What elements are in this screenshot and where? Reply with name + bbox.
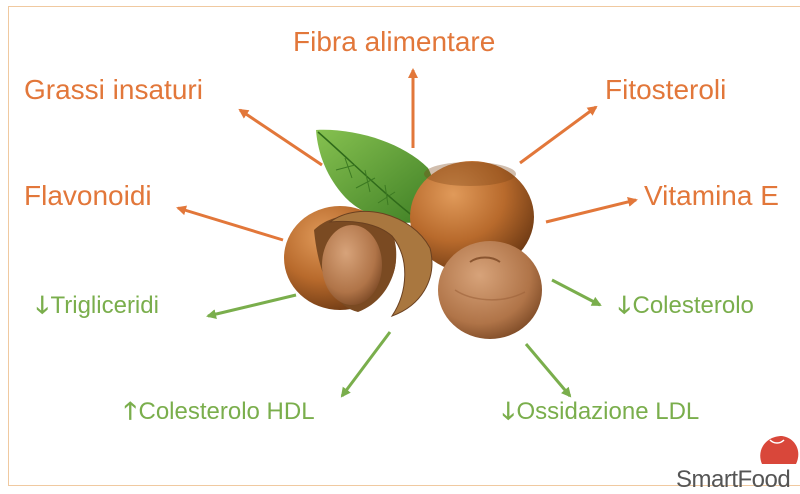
smartfood-logo: SmartFood bbox=[676, 432, 800, 492]
arrow-ldl bbox=[526, 344, 570, 396]
arrow-fitosteroli bbox=[520, 107, 596, 163]
hazelnut-illustration bbox=[284, 130, 542, 339]
effect-colesterolo-hdl: 🡑Colesterolo HDL bbox=[124, 400, 315, 424]
up-arrow-icon: 🡑 bbox=[124, 398, 136, 425]
effect-label: Colesterolo HDL bbox=[138, 398, 314, 425]
effect-colesterolo: 🡓Colesterolo bbox=[618, 294, 754, 318]
label-grassi-insaturi: Grassi insaturi bbox=[24, 76, 203, 104]
arrow-grassi bbox=[240, 110, 322, 165]
arrow-trigliceridi bbox=[208, 295, 296, 316]
label-fitosteroli: Fitosteroli bbox=[605, 76, 726, 104]
down-arrow-icon: 🡓 bbox=[502, 398, 514, 425]
effect-label: Colesterolo bbox=[632, 292, 753, 319]
effect-label: Trigliceridi bbox=[50, 292, 158, 319]
effect-trigliceridi: 🡓Trigliceridi bbox=[36, 294, 159, 318]
hazelnut-kernel-inside bbox=[322, 225, 382, 305]
down-arrow-icon: 🡓 bbox=[36, 292, 48, 319]
hazelnut-kernel bbox=[438, 241, 542, 339]
label-flavonoidi: Flavonoidi bbox=[24, 182, 152, 210]
arrow-flavonoidi bbox=[178, 208, 283, 240]
arrow-vitamina bbox=[546, 200, 636, 222]
effect-label: Ossidazione LDL bbox=[516, 398, 699, 425]
arrow-colesterolo bbox=[552, 280, 600, 305]
label-vitamina-e: Vitamina E bbox=[644, 182, 779, 210]
label-fibra-alimentare: Fibra alimentare bbox=[293, 28, 495, 56]
down-arrow-icon: 🡓 bbox=[618, 292, 630, 319]
logo-text: SmartFood bbox=[676, 466, 790, 494]
effect-ossidazione-ldl: 🡓Ossidazione LDL bbox=[502, 400, 699, 424]
arrow-hdl bbox=[342, 332, 390, 396]
